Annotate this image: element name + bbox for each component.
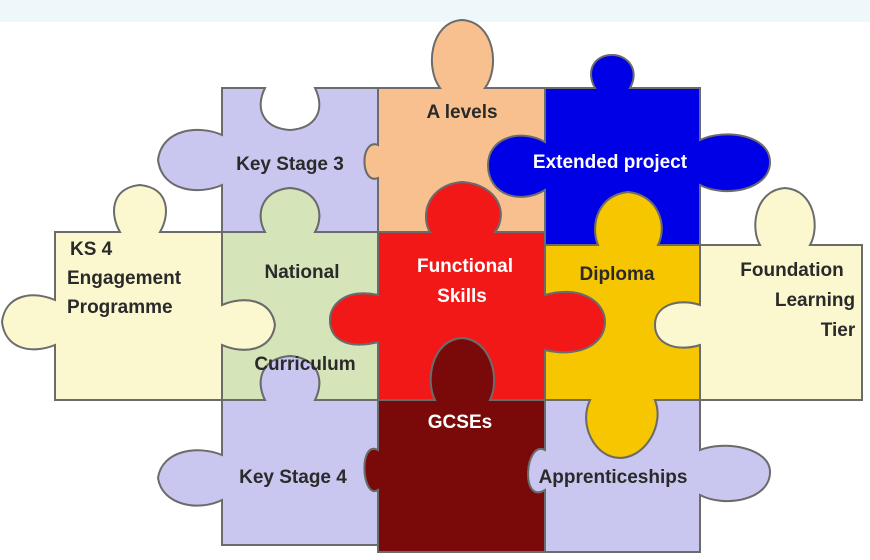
label-gcses: GCSEs (428, 412, 492, 433)
label-ks4-line2: Engagement (67, 268, 182, 289)
label-extended-project: Extended project (533, 152, 688, 173)
label-key-stage-4: Key Stage 4 (239, 467, 347, 488)
label-functional: Functional (417, 256, 513, 277)
label-foundation: Foundation (740, 260, 843, 281)
label-ks4-line1: KS 4 (70, 239, 113, 260)
label-key-stage-3: Key Stage 3 (236, 154, 344, 175)
label-national: National (265, 262, 340, 283)
piece-apprenticeships (527, 399, 772, 553)
label-apprenticeships: Apprenticeships (539, 467, 688, 488)
top-band (0, 0, 870, 22)
label-tier: Tier (821, 320, 856, 341)
label-ks4-line3: Programme (67, 297, 173, 318)
label-skills: Skills (437, 286, 487, 307)
label-learning: Learning (775, 290, 855, 311)
label-a-levels: A levels (426, 102, 497, 123)
label-diploma: Diploma (580, 264, 655, 285)
label-curriculum: Curriculum (254, 354, 355, 375)
piece-foundation-learning (653, 186, 863, 401)
